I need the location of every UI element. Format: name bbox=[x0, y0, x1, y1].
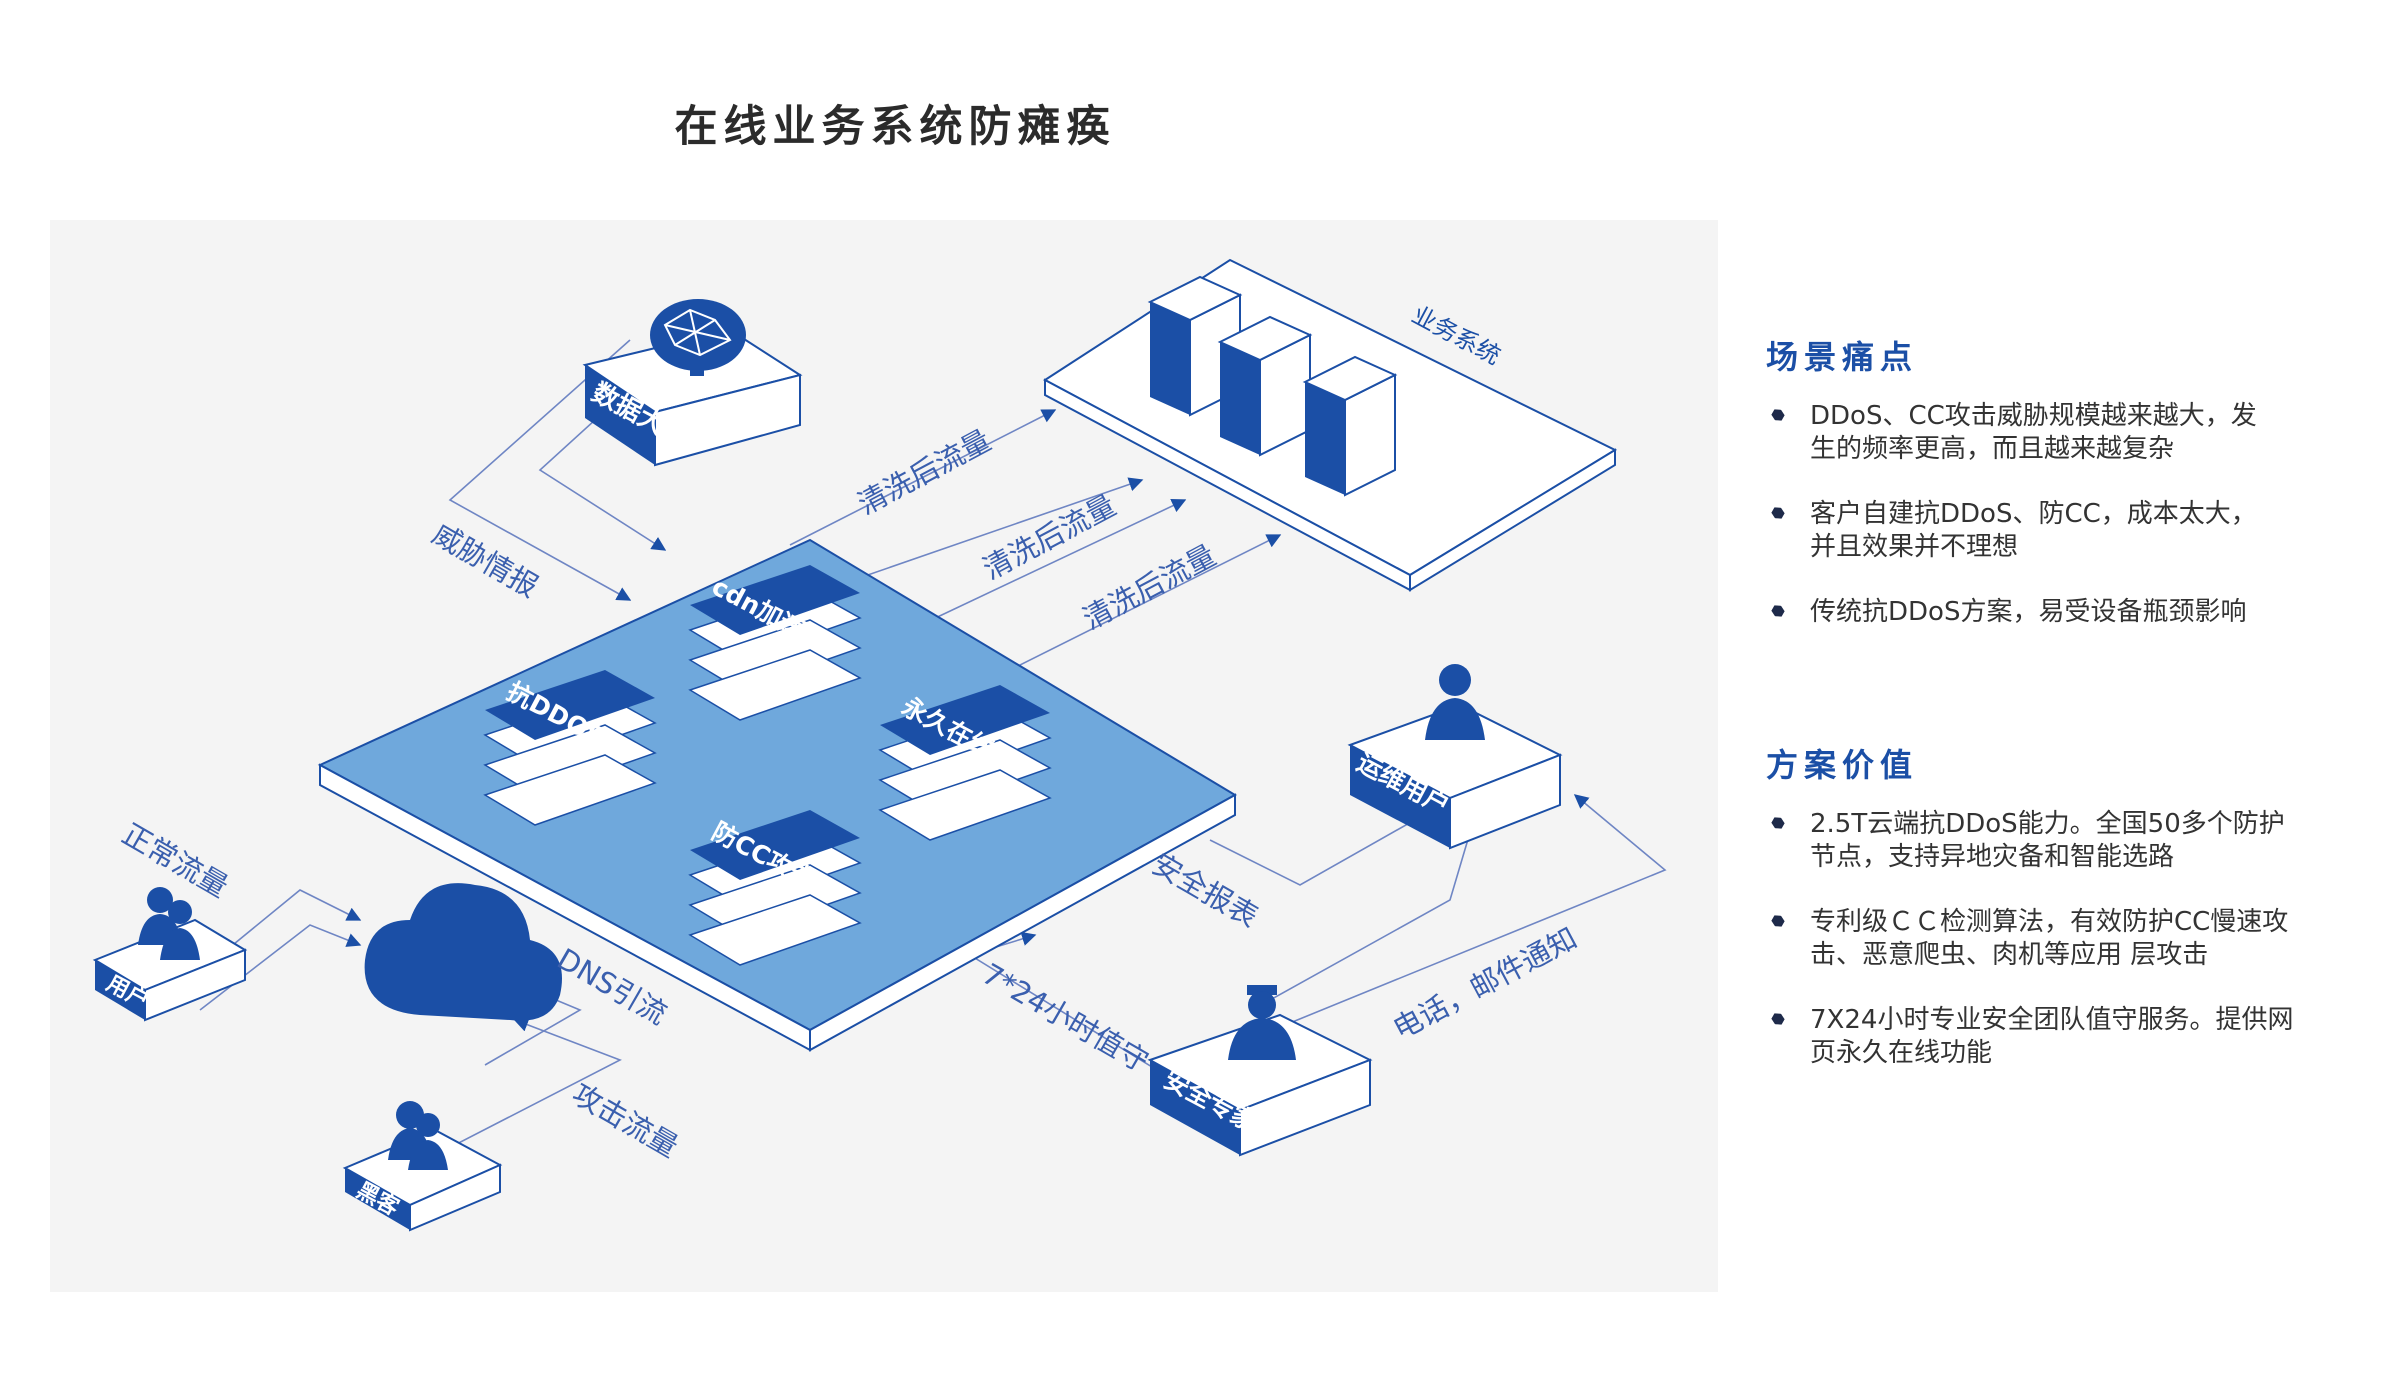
bullet-icon bbox=[1770, 603, 1786, 619]
bullet-text: 2.5T云端抗DDoS能力。全国50多个防护 bbox=[1810, 809, 2285, 839]
bullet-item: 7X24小时专业安全团队值守服务。提供网页永久在线功能 bbox=[1770, 1004, 2350, 1070]
person-icon bbox=[1425, 664, 1485, 740]
bullet-text: 专利级ＣＣ检测算法，有效防护CC慢速攻 bbox=[1810, 907, 2289, 937]
cleaned-traffic-label-2: 清洗后流量 bbox=[977, 488, 1121, 586]
solution-value-list: 2.5T云端抗DDoS能力。全国50多个防护节点，支持异地灾备和智能选路专利级Ｃ… bbox=[1770, 808, 2350, 1102]
business-system-node: 业务系统 bbox=[1043, 258, 1618, 592]
bullet-text: 传统抗DDoS方案，易受设备瓶颈影响 bbox=[1810, 597, 2247, 627]
bullet-item: 传统抗DDoS方案，易受设备瓶颈影响 bbox=[1770, 596, 2350, 629]
bullet-icon bbox=[1770, 1011, 1786, 1027]
user-node: 用户 bbox=[92, 887, 248, 1022]
page-title: 在线业务系统防瘫痪 bbox=[674, 102, 1116, 152]
hacker-node: 黑客 bbox=[342, 1101, 503, 1232]
security-expert-node: 安全专家 bbox=[1147, 985, 1373, 1157]
bullet-icon bbox=[1770, 407, 1786, 423]
server-icons bbox=[1147, 275, 1398, 497]
cloud-icon bbox=[364, 883, 562, 1021]
ops-user-node: 运维用户 bbox=[1347, 664, 1563, 850]
pain-points-heading: 场景痛点 bbox=[1766, 338, 1919, 376]
module-anti-ddos: 抗DDOS bbox=[483, 670, 657, 826]
bullet-item: DDoS、CC攻击威胁规模越来越大，发生的频率更高，而且越来越复杂 bbox=[1770, 400, 2350, 466]
bullet-icon bbox=[1770, 505, 1786, 521]
expert-icon bbox=[1228, 985, 1296, 1060]
architecture-diagram: 数据大脑 业务系统 bbox=[92, 258, 1667, 1232]
cleaned-traffic-label-3: 清洗后流量 bbox=[1077, 538, 1221, 636]
solution-value-heading: 方案价值 bbox=[1766, 746, 1919, 784]
guard-label: 7*24小时值守 bbox=[977, 957, 1155, 1079]
hacker-icon bbox=[388, 1101, 448, 1170]
brain-icon bbox=[650, 299, 746, 376]
bullet-item: 2.5T云端抗DDoS能力。全国50多个防护节点，支持异地灾备和智能选路 bbox=[1770, 808, 2350, 874]
module-online: 永久在线 bbox=[878, 685, 1052, 841]
bullet-item: 客户自建抗DDoS、防CC，成本太大，并且效果并不理想 bbox=[1770, 498, 2350, 564]
bullet-icon bbox=[1770, 815, 1786, 831]
bullet-text: 7X24小时专业安全团队值守服务。提供网 bbox=[1810, 1005, 2294, 1035]
protection-platform bbox=[317, 538, 1238, 1052]
bullet-item: 专利级ＣＣ检测算法，有效防护CC慢速攻击、恶意爬虫、肉机等应用 层攻击 bbox=[1770, 906, 2350, 972]
notify-label: 电话，邮件通知 bbox=[1387, 921, 1582, 1046]
bullet-text: DDoS、CC攻击威胁规模越来越大，发 bbox=[1810, 401, 2257, 431]
bullet-text: 击、恶意爬虫、肉机等应用 层攻击 bbox=[1810, 940, 2209, 970]
threat-intel-label: 威胁情报 bbox=[427, 517, 544, 604]
data-brain-node: 数据大脑 bbox=[582, 299, 803, 467]
bullet-text: 页永久在线功能 bbox=[1810, 1038, 1993, 1068]
report-label: 安全报表 bbox=[1147, 847, 1264, 934]
users-icon bbox=[138, 887, 200, 960]
attack-traffic-label: 攻击流量 bbox=[567, 1077, 684, 1164]
bullet-text: 客户自建抗DDoS、防CC，成本太大， bbox=[1810, 499, 2257, 529]
cleaned-traffic-label-1: 清洗后流量 bbox=[852, 423, 996, 521]
bullet-text: 并且效果并不理想 bbox=[1810, 532, 2019, 562]
bullet-icon bbox=[1770, 913, 1786, 929]
bullet-text: 节点，支持异地灾备和智能选路 bbox=[1810, 842, 2175, 872]
module-cdn: cdn加速 bbox=[688, 565, 862, 721]
normal-traffic-label: 正常流量 bbox=[117, 817, 234, 904]
bullet-text: 生的频率更高，而且越来越复杂 bbox=[1810, 434, 2175, 464]
module-anti-cc: 防CC攻击 bbox=[688, 810, 862, 966]
pain-points-list: DDoS、CC攻击威胁规模越来越大，发生的频率更高，而且越来越复杂客户自建抗DD… bbox=[1770, 400, 2350, 661]
